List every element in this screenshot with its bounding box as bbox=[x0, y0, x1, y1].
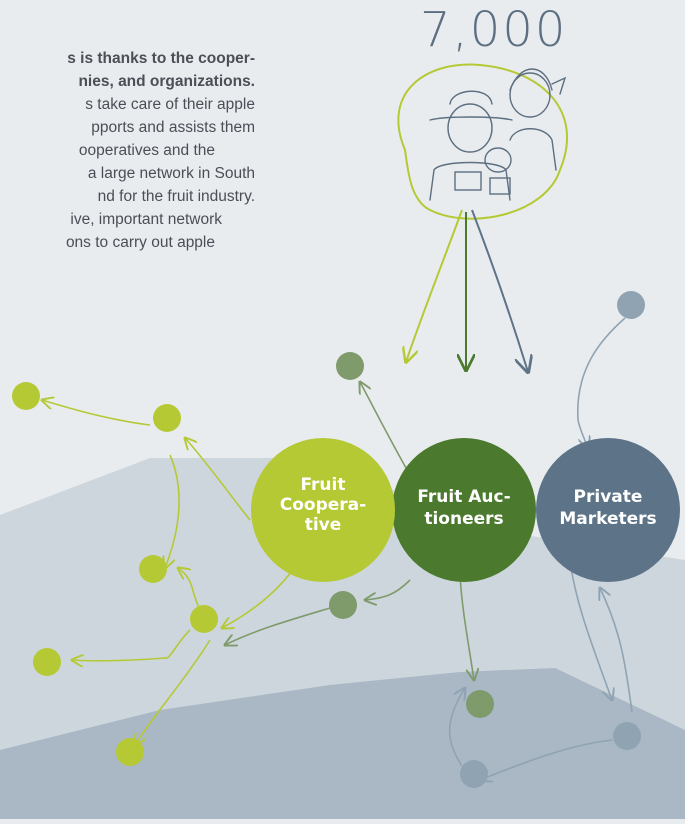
connector bbox=[577, 317, 626, 448]
intro-line: a large network in South bbox=[87, 165, 255, 182]
intro-line: s take care of their apple bbox=[85, 96, 255, 113]
network-dot bbox=[329, 591, 357, 619]
connector bbox=[569, 559, 612, 700]
node-marketers: Private Marketers bbox=[536, 438, 680, 582]
node-auctioneers-label-2: tioneers bbox=[424, 509, 503, 529]
intro-line: ons to carry out apple bbox=[65, 234, 215, 251]
connector bbox=[178, 568, 201, 611]
network-dot bbox=[190, 605, 218, 633]
connector bbox=[459, 574, 474, 680]
connector bbox=[42, 400, 151, 426]
farmers-icon bbox=[397, 63, 568, 220]
connector bbox=[72, 629, 191, 661]
intro-line: nd for the fruit industry. bbox=[97, 188, 255, 205]
node-cooperative-label-1: Fruit bbox=[301, 475, 346, 495]
intro-line: ive, important network bbox=[70, 211, 222, 228]
network-dot bbox=[153, 404, 181, 432]
arrow-farmers-to-marketers bbox=[471, 209, 528, 372]
node-marketers-label-1: Private bbox=[574, 487, 643, 507]
network-dot bbox=[116, 738, 144, 766]
node-cooperative-label-3: tive bbox=[305, 515, 342, 535]
connector bbox=[600, 588, 633, 713]
arrow-farmers-to-cooperative bbox=[406, 209, 463, 362]
connector bbox=[225, 607, 331, 645]
network-dot bbox=[336, 352, 364, 380]
node-auctioneers: Fruit Auc- tioneers bbox=[392, 438, 536, 582]
node-marketers-label-2: Marketers bbox=[559, 509, 656, 529]
connector bbox=[480, 739, 613, 780]
connector bbox=[185, 438, 251, 521]
network-dot bbox=[139, 555, 167, 583]
network-dot bbox=[33, 648, 61, 676]
intro-line: nies, and organizations. bbox=[78, 73, 255, 90]
node-cooperative: Fruit Coopera- tive bbox=[251, 438, 395, 582]
intro-line: s is thanks to the cooper- bbox=[67, 50, 255, 67]
network-dot bbox=[460, 760, 488, 788]
connector bbox=[360, 382, 411, 476]
landscape-dark bbox=[0, 668, 685, 819]
farmer-count: 7,000 bbox=[420, 2, 568, 58]
intro-line: ooperatives and the bbox=[78, 142, 215, 159]
connector bbox=[135, 639, 211, 745]
network-dot bbox=[617, 291, 645, 319]
network-dot bbox=[12, 382, 40, 410]
network-dot bbox=[466, 690, 494, 718]
connector bbox=[448, 688, 465, 767]
intro-line: pports and assists them bbox=[91, 119, 255, 136]
connector bbox=[165, 454, 180, 568]
node-auctioneers-label-1: Fruit Auc- bbox=[417, 487, 510, 507]
network-dot bbox=[613, 722, 641, 750]
node-cooperative-label-2: Coopera- bbox=[280, 495, 366, 515]
connector bbox=[365, 579, 411, 600]
